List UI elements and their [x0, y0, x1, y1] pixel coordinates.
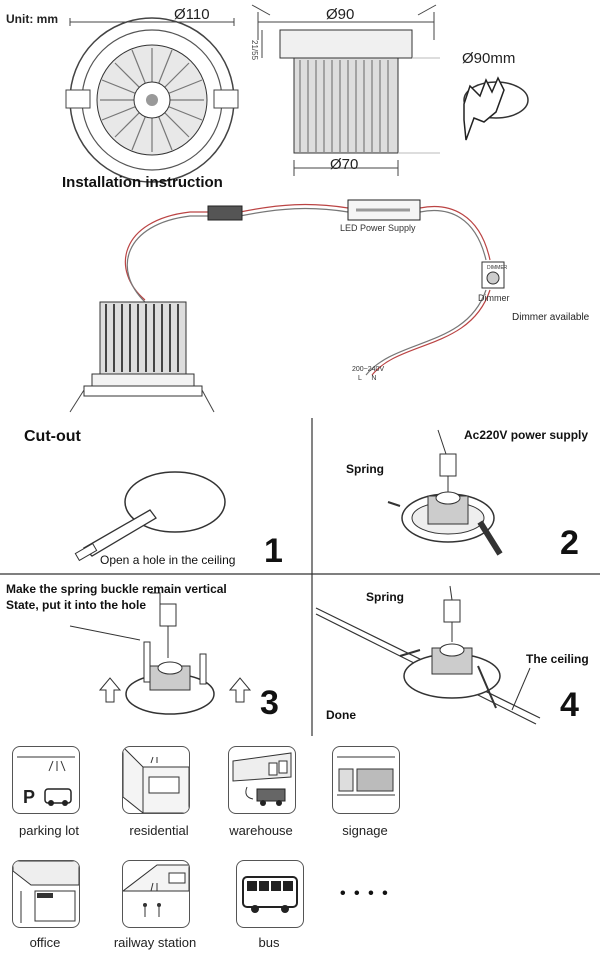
- more-ellipsis: • • • •: [340, 885, 390, 902]
- power-supply-label: LED Power Supply: [340, 223, 416, 233]
- installation-title: Installation instruction: [62, 174, 223, 191]
- step4-number: 4: [560, 686, 579, 724]
- diameter-90-label: Ø90: [326, 6, 355, 23]
- step2-illustration: [387, 429, 503, 556]
- dimmer-label: Dimmer: [478, 293, 510, 303]
- step4-spring-label: Spring: [366, 590, 404, 604]
- step1-title: Cut-out: [24, 428, 81, 445]
- step3-title2: State, put it into the hole: [6, 598, 146, 612]
- lamp-body: [99, 301, 187, 375]
- diameter-70-label: Ø70: [330, 156, 359, 173]
- step2-spring-label: Spring: [346, 462, 384, 476]
- dimension-drawings: [65, 4, 529, 183]
- step1-number: 1: [264, 532, 283, 570]
- step3-title: Make the spring buckle remain vertical: [6, 582, 227, 596]
- step4-illustration: [315, 585, 541, 725]
- diameter-110-label: Ø110: [174, 6, 210, 23]
- parking-lot-icon: P: [12, 746, 80, 814]
- railway-station-icon: [122, 860, 190, 928]
- steps-grid: [0, 418, 600, 736]
- bus-icon: [236, 860, 304, 928]
- app-label-warehouse: warehouse: [229, 823, 293, 838]
- office-icon: [12, 860, 80, 928]
- app-label-parking-lot: parking lot: [19, 823, 79, 838]
- voltage-label: 200~240V: [352, 366, 385, 373]
- connector-plug: [207, 205, 243, 221]
- dimmer-available-label: Dimmer available: [512, 312, 590, 323]
- warehouse-icon: [228, 746, 296, 814]
- wiring-diagram: [69, 199, 505, 413]
- height-label: 21/55: [250, 40, 259, 61]
- unit-label: Unit: mm: [6, 12, 58, 26]
- residential-icon: [122, 746, 190, 814]
- lamp-side-view: [251, 4, 440, 176]
- app-label-residential: residential: [129, 823, 189, 838]
- step2-title: Ac220V power supply: [464, 428, 589, 442]
- step1-illustration: [74, 471, 226, 562]
- step3-number: 3: [260, 684, 279, 722]
- app-label-bus: bus: [258, 935, 280, 950]
- step3-illustration: [69, 592, 252, 715]
- cutout-saw-icon: [463, 76, 529, 141]
- svg-text:P: P: [23, 787, 35, 807]
- app-label-railway-station: railway station: [113, 935, 197, 950]
- app-label-office: office: [29, 935, 61, 950]
- step1-caption: Open a hole in the ceiling: [100, 553, 236, 567]
- dimmer-small-label: DIMMER: [487, 265, 508, 271]
- lamp-front-view: [65, 17, 239, 183]
- signage-icon: [332, 746, 400, 814]
- ceiling-label: The ceiling: [526, 652, 589, 666]
- step2-number: 2: [560, 524, 579, 562]
- ln-label: L N: [358, 375, 377, 382]
- cutout-diameter-label: Ø90mm: [462, 50, 516, 67]
- done-label: Done: [326, 708, 356, 722]
- app-label-signage: signage: [342, 823, 388, 838]
